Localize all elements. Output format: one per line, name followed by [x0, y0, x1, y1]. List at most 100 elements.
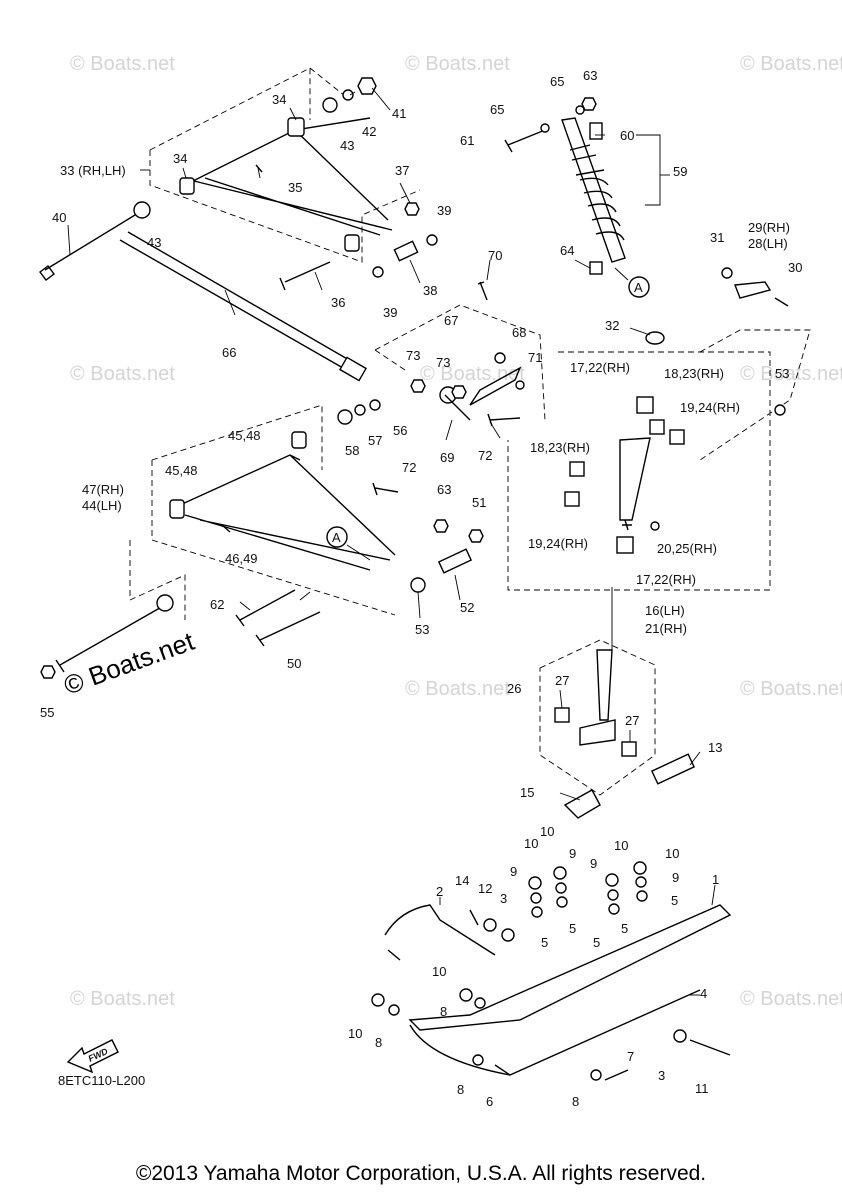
callout: 13: [708, 740, 722, 755]
washer-5-stack4: [636, 890, 648, 902]
callout: 5: [621, 921, 628, 936]
watermark-large: © Boats.net: [60, 626, 199, 701]
washer-43-left: [133, 201, 151, 219]
leader: [346, 544, 371, 561]
bushing-19-24-left: [564, 491, 580, 507]
reference-a-circle: [628, 276, 650, 298]
bolt-30: [774, 297, 789, 307]
link-rod-70: [477, 281, 488, 301]
washer-5-stack1: [531, 906, 543, 918]
callout: 59: [673, 164, 687, 179]
callout: 8: [375, 1035, 382, 1050]
fwd-arrow-icon: [66, 1039, 119, 1074]
ski-group: [371, 904, 732, 1081]
callout: 10: [432, 964, 446, 979]
callout: 69: [440, 450, 454, 465]
callout: 8: [457, 1082, 464, 1097]
callout: 39: [383, 305, 397, 320]
callout: 53: [775, 366, 789, 381]
callout: 63: [437, 482, 451, 497]
callout: 37: [395, 163, 409, 178]
callout: 45,48: [165, 463, 198, 478]
leader: [574, 259, 591, 269]
callout: 20,25(RH): [657, 541, 717, 556]
bushing-3: [501, 928, 515, 942]
leader: [486, 259, 491, 281]
washer-lower: [156, 594, 174, 612]
collar-12: [483, 918, 497, 932]
callout: 19,24(RH): [528, 536, 588, 551]
watermark: © Boats.net: [405, 678, 510, 700]
lower-arm-dashed-box: [129, 404, 396, 620]
link-dashed-box: [374, 304, 546, 421]
callout: 10: [540, 824, 554, 839]
callout: 67: [444, 313, 458, 328]
bushing-19-24: [669, 429, 685, 445]
collar-64: [589, 261, 603, 275]
callout: 71: [528, 350, 542, 365]
watermark-group: © Boats.net © Boats.net © Boats.net © Bo…: [60, 53, 842, 1010]
watermark: © Boats.net: [405, 53, 510, 75]
reference-a-label: A: [634, 280, 643, 295]
callout: 51: [472, 495, 486, 510]
bolt-6: [494, 1064, 511, 1076]
nut-37: [404, 202, 420, 216]
washer-42: [342, 89, 354, 101]
leader: [289, 107, 297, 121]
callout: 31: [710, 230, 724, 245]
callout: 52: [460, 600, 474, 615]
callout: 43: [340, 138, 354, 153]
callout: 9: [569, 846, 576, 861]
nut-10-stack1: [528, 876, 542, 890]
nut-31: [721, 267, 733, 279]
leader: [417, 591, 421, 619]
bushing-27-right: [621, 741, 637, 757]
lower-a-arm: [179, 454, 396, 571]
callout: 7: [627, 1049, 634, 1064]
nut-10-stack4: [633, 861, 647, 875]
callout: 9: [510, 864, 517, 879]
leader: [224, 289, 236, 316]
callout: 21(RH): [645, 621, 687, 636]
lower-a-arm-group: [40, 404, 484, 679]
callout: 73: [436, 355, 450, 370]
leader: [689, 751, 701, 766]
nut-10-stack3: [605, 873, 619, 887]
leader: [614, 267, 629, 281]
washer-65: [540, 123, 550, 133]
callout: 38: [423, 283, 437, 298]
spindle-16-21: [619, 437, 651, 521]
callout: 9: [590, 856, 597, 871]
callout: 10: [524, 836, 538, 851]
nut-10-stack2: [553, 866, 567, 880]
bracket-68: [469, 366, 522, 406]
callout: 4: [700, 986, 707, 1001]
callout: 17,22(RH): [636, 572, 696, 587]
callout: 28(LH): [748, 236, 788, 251]
collar-67: [494, 352, 506, 364]
callout: 27: [555, 673, 569, 688]
callout: 8: [440, 1004, 447, 1019]
watermark: © Boats.net: [70, 53, 175, 75]
damper-15: [563, 789, 601, 819]
leader: [711, 884, 716, 906]
nut-55: [40, 665, 56, 679]
callout-labels: 1 2 3 3 4 5 5 5 5 5 6 7 8 8 8 8 9 9 9 9 …: [40, 68, 802, 1109]
leader: [489, 421, 501, 439]
callout: 15: [520, 785, 534, 800]
callout: 5: [593, 935, 600, 950]
nut-63: [581, 97, 597, 111]
bolt-50: [255, 611, 321, 647]
bushing-18-23-left: [569, 461, 585, 477]
forward-arrow: FWD: [66, 1039, 119, 1074]
callout: 29(RH): [748, 220, 790, 235]
callout: 36: [331, 295, 345, 310]
washer-65-top: [575, 105, 585, 115]
ski-column-group: [539, 639, 696, 819]
callout: 56: [393, 423, 407, 438]
callout: 10: [665, 846, 679, 861]
callout: 72: [402, 460, 416, 475]
leader: [239, 601, 251, 611]
callout: 43: [147, 235, 161, 250]
bolt-40: [39, 214, 136, 281]
